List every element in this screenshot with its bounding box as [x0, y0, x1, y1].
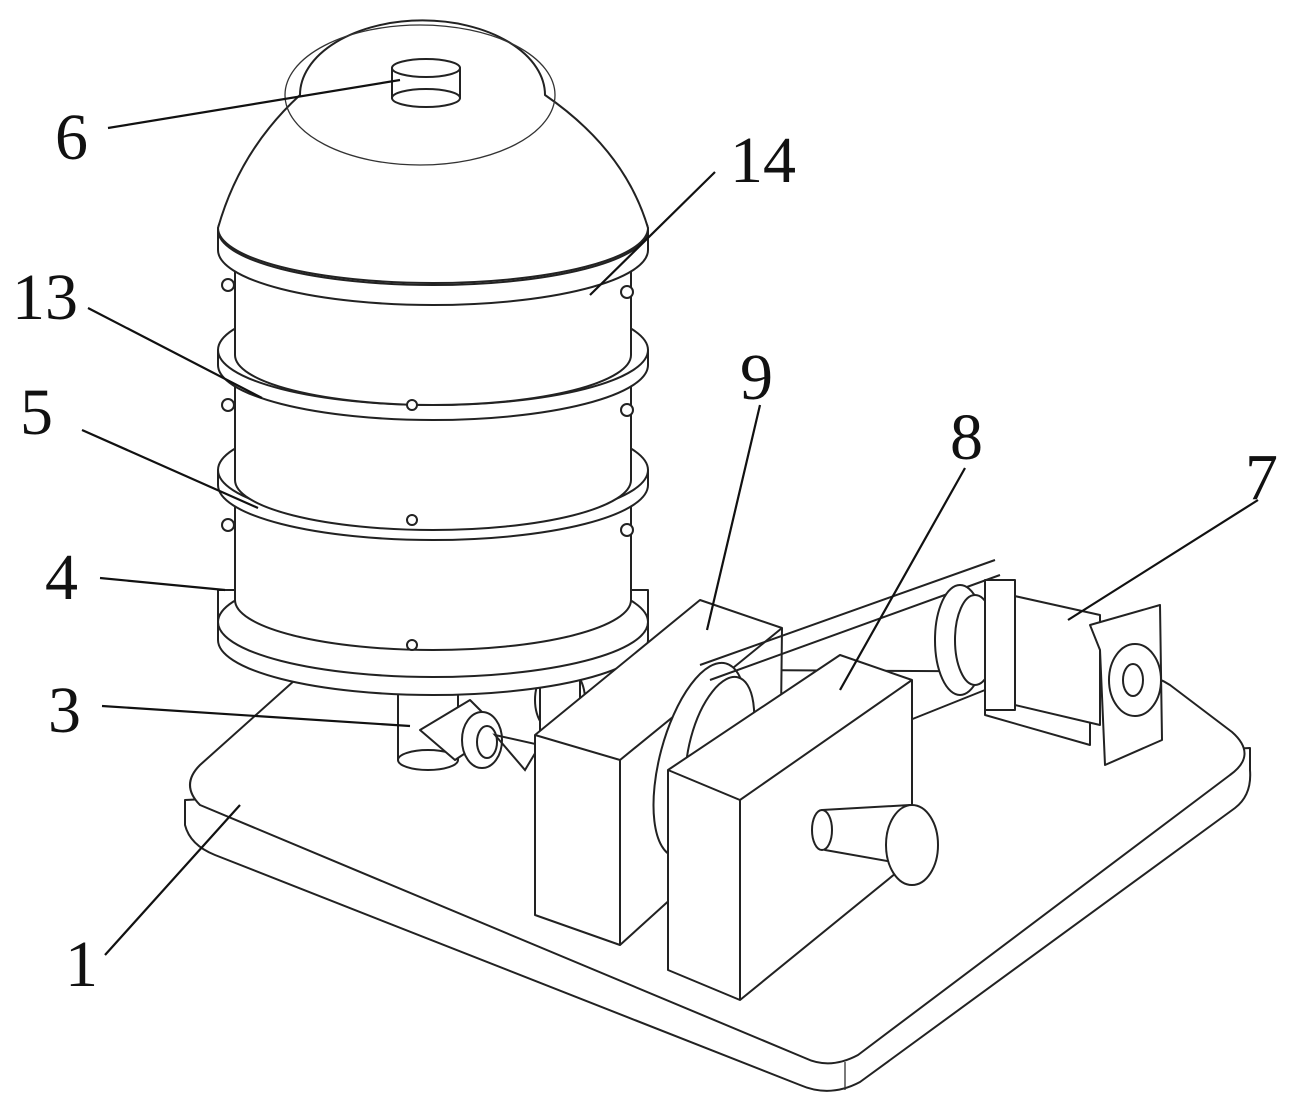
label-lower-screen-section: 5: [20, 380, 53, 446]
label-base-plate: 1: [65, 932, 98, 998]
label-gearbox: 8: [950, 405, 983, 471]
label-elbow-pipe: 3: [48, 678, 81, 744]
label-motor: 7: [1245, 445, 1278, 511]
label-middle-screen-section: 13: [12, 265, 78, 331]
label-feed-inlet: 6: [55, 105, 88, 171]
label-bottom-screen-ring: 4: [45, 545, 78, 611]
label-eccentric-box: 9: [740, 345, 773, 411]
label-upper-screen-section: 14: [730, 128, 796, 194]
screen-cylinder: [218, 20, 648, 695]
